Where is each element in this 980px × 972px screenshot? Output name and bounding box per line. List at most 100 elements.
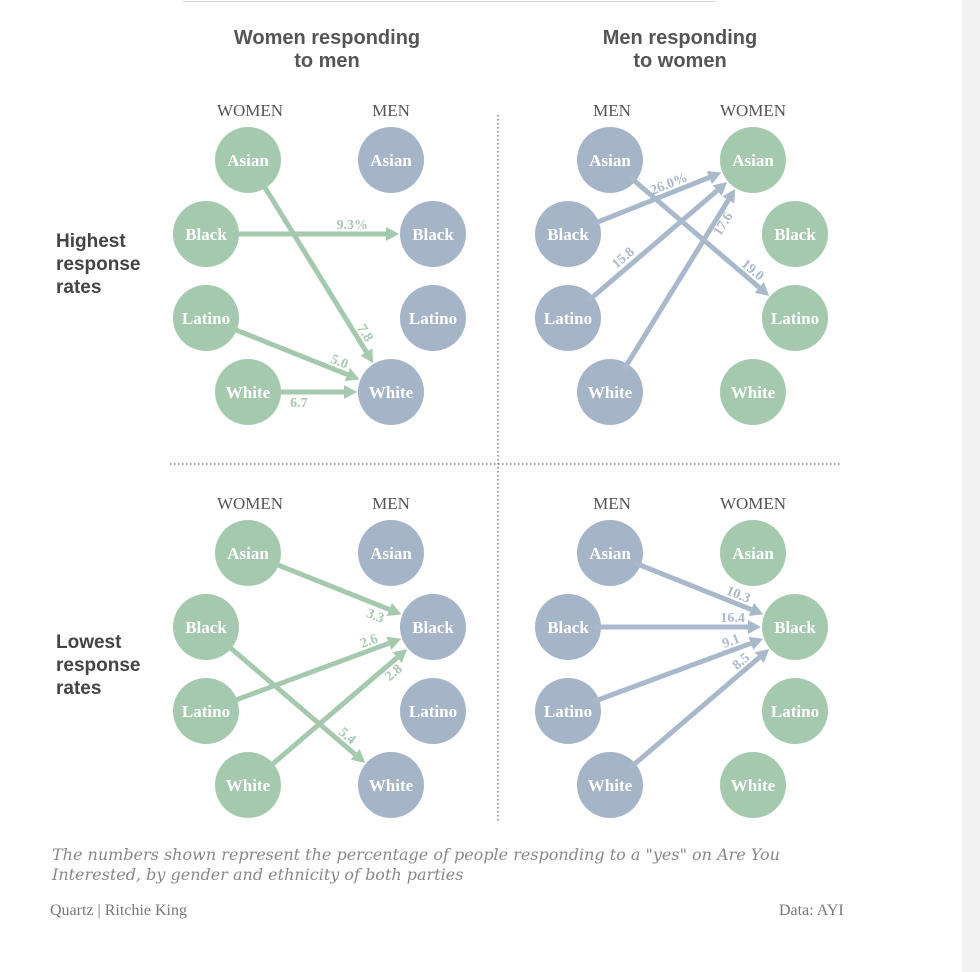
arrow-value-label: 17.6 bbox=[711, 210, 737, 239]
left-column-header: MEN bbox=[593, 494, 631, 513]
arrow-head bbox=[392, 649, 408, 663]
credit: Quartz | Ritchie King bbox=[50, 902, 187, 919]
left-column-header: MEN bbox=[593, 101, 631, 120]
men-white-label: White bbox=[369, 383, 414, 402]
men-black-circle bbox=[400, 594, 466, 660]
caption: The numbers shown represent the percenta… bbox=[52, 845, 780, 884]
arrow-value-label: 5.4 bbox=[335, 725, 358, 748]
arrow-value-label: 9.3% bbox=[336, 218, 368, 233]
arrow-white-to-black: 8.5 bbox=[628, 649, 770, 771]
page-edge bbox=[962, 0, 980, 972]
men-latino-label: Latino bbox=[544, 702, 592, 721]
women-black-circle bbox=[173, 594, 239, 660]
women-white-label: White bbox=[226, 776, 271, 795]
left-column-header: WOMEN bbox=[217, 101, 283, 120]
women-asian-label: Asian bbox=[732, 544, 774, 563]
men-latino-label: Latino bbox=[409, 702, 457, 721]
women-asian-circle bbox=[215, 520, 281, 586]
row-title-lowest: Lowest response rates bbox=[56, 631, 140, 700]
row-title-line: rates bbox=[56, 277, 102, 298]
women-white-label: White bbox=[731, 776, 776, 795]
women-white-label: White bbox=[226, 383, 271, 402]
arrow-asian-to-latino: 19.0 bbox=[628, 174, 770, 296]
women-black-label: Black bbox=[774, 618, 816, 637]
column-title-line: Men responding bbox=[602, 27, 758, 49]
men-asian-circle bbox=[577, 520, 643, 586]
arrow-black-to-white: 5.4 bbox=[224, 641, 366, 763]
women-white-circle bbox=[720, 752, 786, 818]
arrow-value-label: 8.5 bbox=[730, 650, 753, 673]
men-black-label: Black bbox=[547, 618, 589, 637]
women-latino-label: Latino bbox=[182, 702, 230, 721]
men-black-circle bbox=[400, 201, 466, 267]
row-title-line: Lowest bbox=[56, 632, 122, 653]
women-black-circle bbox=[173, 201, 239, 267]
row-title-line: Highest bbox=[56, 231, 126, 252]
arrow-asian-to-black: 3.3 bbox=[271, 560, 402, 627]
arrow-latino-to-black: 2.6 bbox=[229, 632, 402, 705]
men-latino-label: Latino bbox=[544, 309, 592, 328]
arrow-head bbox=[748, 636, 764, 650]
women-asian-circle bbox=[215, 127, 281, 193]
arrow-asian-to-black: 10.3 bbox=[633, 560, 764, 617]
men-latino-circle bbox=[400, 678, 466, 744]
arrow-head bbox=[386, 636, 402, 650]
women-white-circle bbox=[215, 359, 281, 425]
men-white-circle bbox=[358, 752, 424, 818]
men-asian-label: Asian bbox=[370, 544, 412, 563]
men-latino-circle bbox=[400, 285, 466, 351]
arrow-head bbox=[748, 603, 764, 617]
men-asian-circle bbox=[577, 127, 643, 193]
row-title-highest: Highest response rates bbox=[56, 230, 140, 299]
row-title-line: rates bbox=[56, 678, 102, 699]
top-rule bbox=[183, 1, 716, 2]
women-latino-label: Latino bbox=[771, 309, 819, 328]
women-black-label: Black bbox=[185, 618, 227, 637]
women-black-circle bbox=[762, 201, 828, 267]
arrow-head bbox=[722, 188, 736, 204]
arrow-head bbox=[386, 227, 399, 241]
arrow-shaft bbox=[621, 198, 731, 372]
arrow-value-label: 10.3 bbox=[724, 584, 752, 607]
women-latino-circle bbox=[762, 678, 828, 744]
men-asian-label: Asian bbox=[589, 544, 631, 563]
arrow-black-to-black: 9.3% bbox=[232, 218, 399, 241]
women-black-label: Black bbox=[185, 225, 227, 244]
arrow-value-label: 5.0 bbox=[328, 352, 350, 372]
arrow-shaft bbox=[628, 174, 761, 290]
arrow-value-label: 16.4 bbox=[720, 611, 745, 626]
men-asian-circle bbox=[358, 520, 424, 586]
arrow-head bbox=[344, 368, 360, 382]
men-latino-circle bbox=[535, 285, 601, 351]
men-asian-label: Asian bbox=[370, 151, 412, 170]
arrow-white-to-asian: 17.6 bbox=[621, 188, 737, 372]
arrow-shaft bbox=[229, 325, 349, 377]
arrow-value-label: 3.3 bbox=[364, 606, 386, 626]
arrow-asian-to-white: 7.8 bbox=[259, 180, 376, 364]
men-white-circle bbox=[577, 752, 643, 818]
women-white-label: White bbox=[731, 383, 776, 402]
women-white-circle bbox=[720, 359, 786, 425]
arrow-head bbox=[712, 182, 728, 196]
column-title-line: Women responding bbox=[233, 27, 421, 49]
row-title-line: response bbox=[56, 254, 141, 275]
arrow-shaft bbox=[591, 640, 752, 705]
arrow-head bbox=[706, 170, 722, 184]
arrow-head bbox=[350, 749, 366, 763]
arrow-shaft bbox=[591, 175, 711, 227]
men-white-label: White bbox=[369, 776, 414, 795]
arrow-head bbox=[386, 603, 402, 617]
arrow-white-to-white: 6.7 bbox=[274, 385, 357, 411]
women-latino-circle bbox=[173, 285, 239, 351]
women-black-circle bbox=[762, 594, 828, 660]
arrow-head bbox=[754, 282, 770, 296]
men-latino-label: Latino bbox=[409, 309, 457, 328]
women-latino-circle bbox=[173, 678, 239, 744]
arrow-head bbox=[748, 620, 761, 634]
arrow-shaft bbox=[271, 560, 391, 612]
men-black-label: Black bbox=[547, 225, 589, 244]
women-asian-label: Asian bbox=[227, 544, 269, 563]
men-latino-circle bbox=[535, 678, 601, 744]
men-black-circle bbox=[535, 594, 601, 660]
